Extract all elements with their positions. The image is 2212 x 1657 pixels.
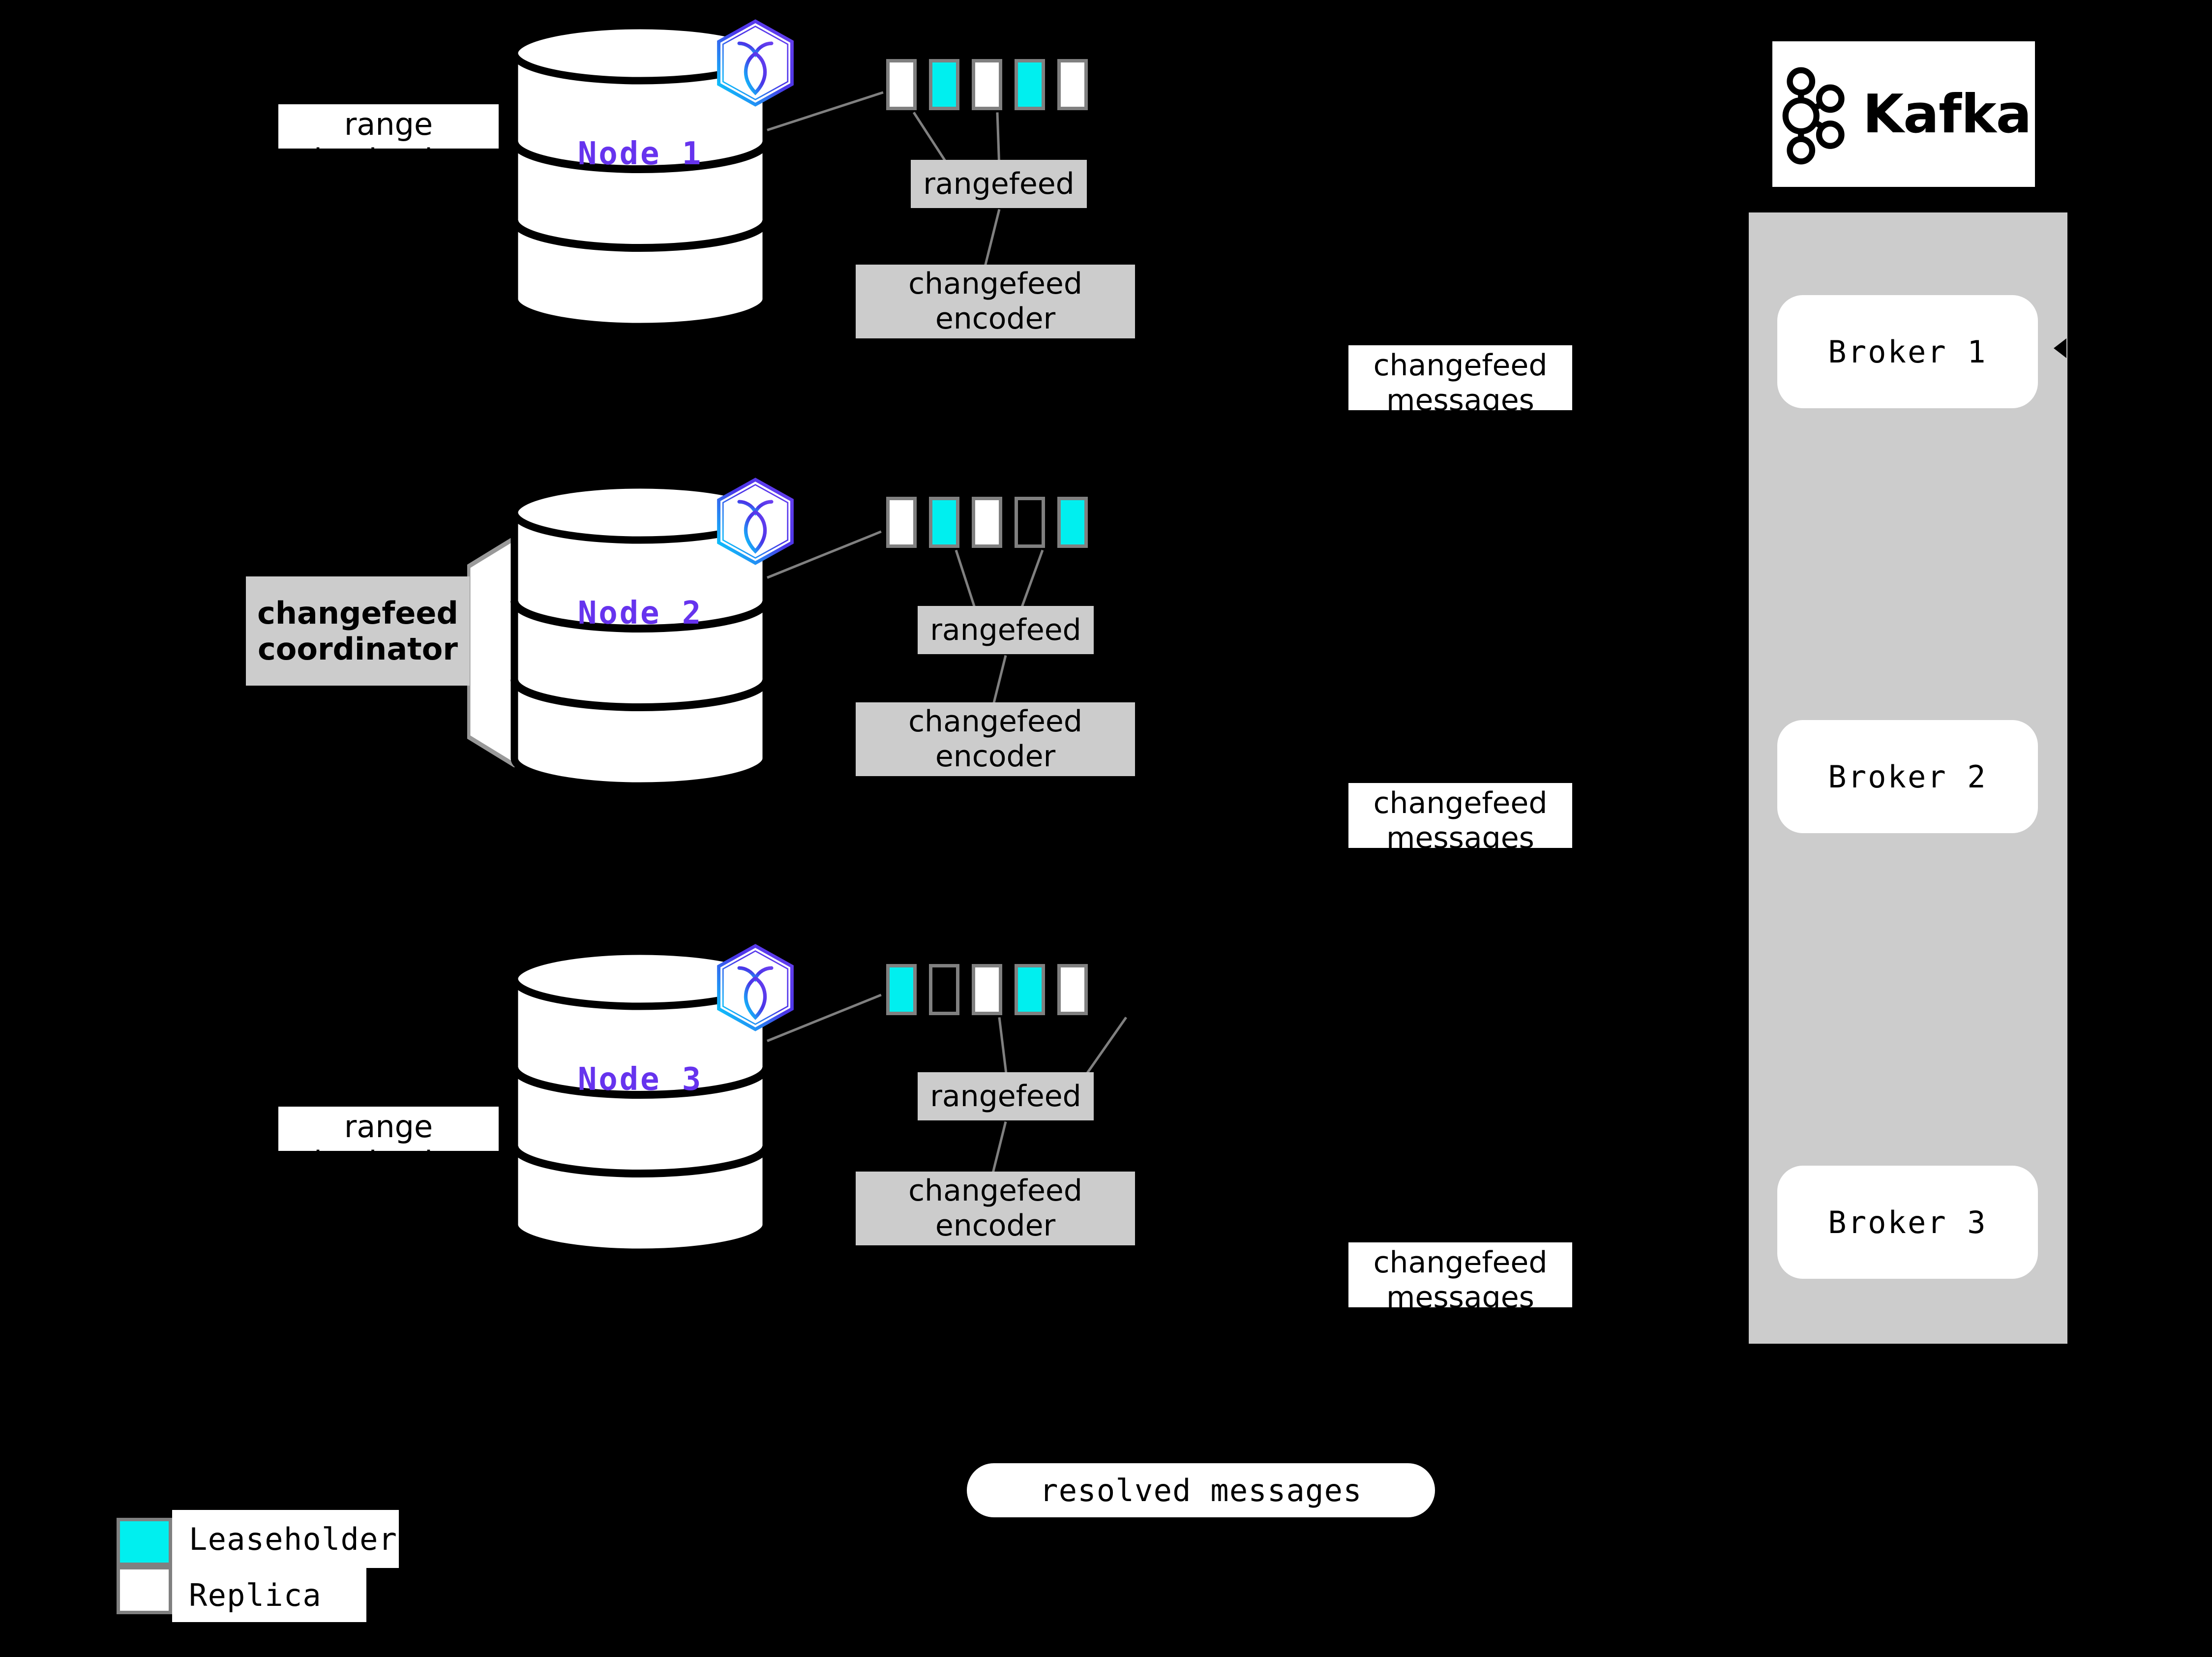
encoder-label-line2: encoder xyxy=(935,1208,1056,1243)
database-cylinder-icon xyxy=(510,24,770,329)
changefeed-messages-line2: messages xyxy=(1386,383,1534,418)
changefeed-encoder-box-node-1[interactable]: changefeed encoder xyxy=(856,265,1135,338)
changefeed-messages-line1: changefeed xyxy=(1373,348,1548,383)
encoder-label-line1: changefeed xyxy=(908,1174,1082,1208)
legend-swatch-leaseholder xyxy=(117,1518,172,1566)
database-cylinder-icon xyxy=(510,949,770,1254)
legend-swatch-replica xyxy=(117,1566,172,1614)
connector-rangefeed-to-encoder-node1 xyxy=(982,209,1001,273)
node-label-node-1: Node 1 xyxy=(577,136,703,172)
rangefeed-box-node-1[interactable]: rangefeed xyxy=(911,160,1087,208)
range-checkpoints-label-node-1: range checkpoints xyxy=(278,104,499,178)
node-cylinder-node-3: Node 3 xyxy=(510,949,770,1254)
cockroachdb-hexagon-icon-node-2 xyxy=(712,477,799,566)
range-checkpoints-line2: checkpoints xyxy=(297,142,480,179)
rangefeed-label: rangefeed xyxy=(930,612,1081,647)
range-box-replica[interactable] xyxy=(1057,964,1088,1015)
rangefeed-label: rangefeed xyxy=(930,1079,1081,1114)
coordinator-label-line2: coordinator xyxy=(258,631,458,667)
kafka-node-graph-icon xyxy=(1782,67,1845,165)
range-checkpoints-label-node-3: range checkpoints xyxy=(278,1107,499,1180)
node-label-node-3: Node 3 xyxy=(577,1061,703,1098)
range-box-replica[interactable] xyxy=(1057,59,1088,110)
range-box-replica[interactable] xyxy=(886,497,917,548)
range-box-leaseholder[interactable] xyxy=(886,964,917,1015)
changefeed-messages-line2: messages xyxy=(1386,820,1534,855)
encoder-label-line1: changefeed xyxy=(908,704,1082,739)
legend-label-leaseholder: Leaseholder xyxy=(172,1510,399,1568)
resolved-messages-label: resolved messages xyxy=(1040,1472,1362,1508)
encoder-label-line1: changefeed xyxy=(908,267,1082,301)
coordinator-label-line1: changefeed xyxy=(257,595,458,631)
range-box-leaseholder[interactable] xyxy=(1057,497,1088,548)
cockroachdb-hexagon-icon-node-3 xyxy=(712,943,799,1032)
range-box-leaseholder[interactable] xyxy=(1015,964,1045,1015)
broker-label: Broker 3 xyxy=(1828,1204,1987,1240)
changefeed-messages-line2: messages xyxy=(1386,1280,1534,1315)
legend-label-replica: Replica xyxy=(172,1568,366,1622)
changefeed-messages-label-node-2: changefeed messages xyxy=(1348,783,1572,855)
changefeed-messages-label-node-3: changefeed messages xyxy=(1348,1242,1572,1315)
legend-leaseholder-text: Leaseholder xyxy=(189,1521,398,1557)
range-checkpoints-line2: checkpoints xyxy=(297,1145,480,1181)
legend-replica-text: Replica xyxy=(189,1577,322,1613)
changefeed-messages-line1: changefeed xyxy=(1373,786,1548,820)
changefeed-coordinator-box[interactable]: changefeed coordinator xyxy=(246,576,470,686)
rangefeed-label: rangefeed xyxy=(923,166,1075,201)
arrowhead-broker-1 xyxy=(2054,338,2066,358)
range-box-empty[interactable] xyxy=(929,964,959,1015)
connector-range3-to-rangefeed-node1 xyxy=(996,112,1001,163)
range-row-node-2 xyxy=(886,497,1088,548)
encoder-label-line2: encoder xyxy=(935,739,1056,774)
range-row-node-3 xyxy=(886,964,1088,1015)
range-box-leaseholder[interactable] xyxy=(929,59,959,110)
range-box-replica[interactable] xyxy=(886,59,917,110)
range-box-leaseholder[interactable] xyxy=(929,497,959,548)
range-box-replica[interactable] xyxy=(972,964,1002,1015)
broker-label: Broker 2 xyxy=(1828,758,1987,795)
broker-box-1[interactable]: Broker 1 xyxy=(1777,295,2038,408)
range-box-leaseholder[interactable] xyxy=(1015,59,1045,110)
changefeed-encoder-box-node-2[interactable]: changefeed encoder xyxy=(856,702,1135,776)
kafka-logo-text: Kafka xyxy=(1862,83,2032,145)
kafka-logo: Kafka xyxy=(1772,41,2035,187)
node-label-node-2: Node 2 xyxy=(577,595,703,632)
changefeed-encoder-box-node-3[interactable]: changefeed encoder xyxy=(856,1172,1135,1245)
changefeed-messages-label-node-1: changefeed messages xyxy=(1348,345,1572,418)
encoder-label-line2: encoder xyxy=(935,301,1056,336)
broker-box-3[interactable]: Broker 3 xyxy=(1777,1166,2038,1279)
node-cylinder-node-1: Node 1 xyxy=(510,24,770,329)
broker-box-2[interactable]: Broker 2 xyxy=(1777,720,2038,833)
range-row-node-1 xyxy=(886,59,1088,110)
cockroachdb-hexagon-icon-node-1 xyxy=(712,19,799,107)
changefeed-messages-line1: changefeed xyxy=(1373,1245,1548,1280)
rangefeed-box-node-3[interactable]: rangefeed xyxy=(918,1072,1094,1120)
range-box-empty[interactable] xyxy=(1015,497,1045,548)
rangefeed-box-node-2[interactable]: rangefeed xyxy=(918,606,1094,654)
broker-label: Broker 1 xyxy=(1828,333,1987,370)
range-box-replica[interactable] xyxy=(972,59,1002,110)
range-box-replica[interactable] xyxy=(972,497,1002,548)
range-checkpoints-line1: range xyxy=(344,106,433,142)
range-checkpoints-line1: range xyxy=(344,1109,433,1145)
resolved-messages-pill[interactable]: resolved messages xyxy=(967,1463,1435,1517)
